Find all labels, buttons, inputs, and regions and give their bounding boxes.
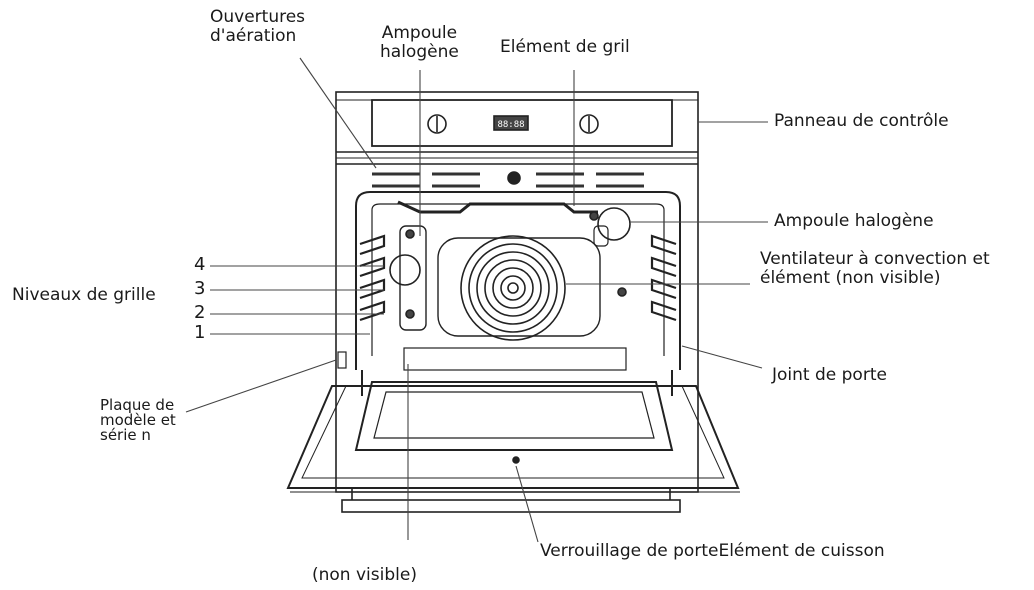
control-panel xyxy=(371,99,673,147)
label-model-plate: Plaque de modèle et série n xyxy=(100,396,176,444)
rack-number-1: 1 xyxy=(194,322,206,343)
oven-display-text: 88:88 xyxy=(497,120,524,130)
rack-number-3: 3 xyxy=(194,278,206,299)
label-door-gasket: Joint de porte xyxy=(772,365,887,385)
leader-model-plate xyxy=(185,359,337,413)
leader-door-gasket xyxy=(681,345,763,369)
rack-number-2: 2 xyxy=(194,302,206,323)
label-control-panel: Panneau de contrôle xyxy=(774,111,949,131)
label-bake-element: (non visible) xyxy=(312,565,417,585)
rack-supports-left xyxy=(359,234,386,322)
label-halogen-top: Ampoule halogène xyxy=(380,23,459,62)
right-knob-icon xyxy=(579,114,599,134)
center-vent-icon xyxy=(507,171,521,185)
label-fan: Ventilateur à convection et élément (non… xyxy=(760,249,990,288)
door-lock-icon xyxy=(512,456,520,464)
leader-vents xyxy=(299,57,377,169)
oven-display xyxy=(493,115,529,131)
rack-number-4: 4 xyxy=(194,254,206,275)
label-grill-element: Elément de gril xyxy=(500,37,630,57)
door-window xyxy=(354,381,674,451)
label-door-lock: Verrouillage de porteElément de cuisson xyxy=(540,541,885,561)
label-vents: Ouvertures d'aération xyxy=(210,7,306,46)
left-knob-icon xyxy=(427,114,447,134)
left-halogen-lamp-icon xyxy=(389,254,421,286)
label-halogen-right: Ampoule halogène xyxy=(774,211,934,231)
oven-door xyxy=(286,385,740,489)
convection-fan-icon xyxy=(460,235,566,341)
oven-cavity xyxy=(355,191,681,370)
label-rack-levels: Niveaux de grille xyxy=(12,285,156,305)
model-serial-plate xyxy=(337,351,347,369)
leader-door-lock xyxy=(515,465,539,543)
door-handle xyxy=(341,499,681,513)
right-halogen-lamp-icon xyxy=(597,207,631,241)
